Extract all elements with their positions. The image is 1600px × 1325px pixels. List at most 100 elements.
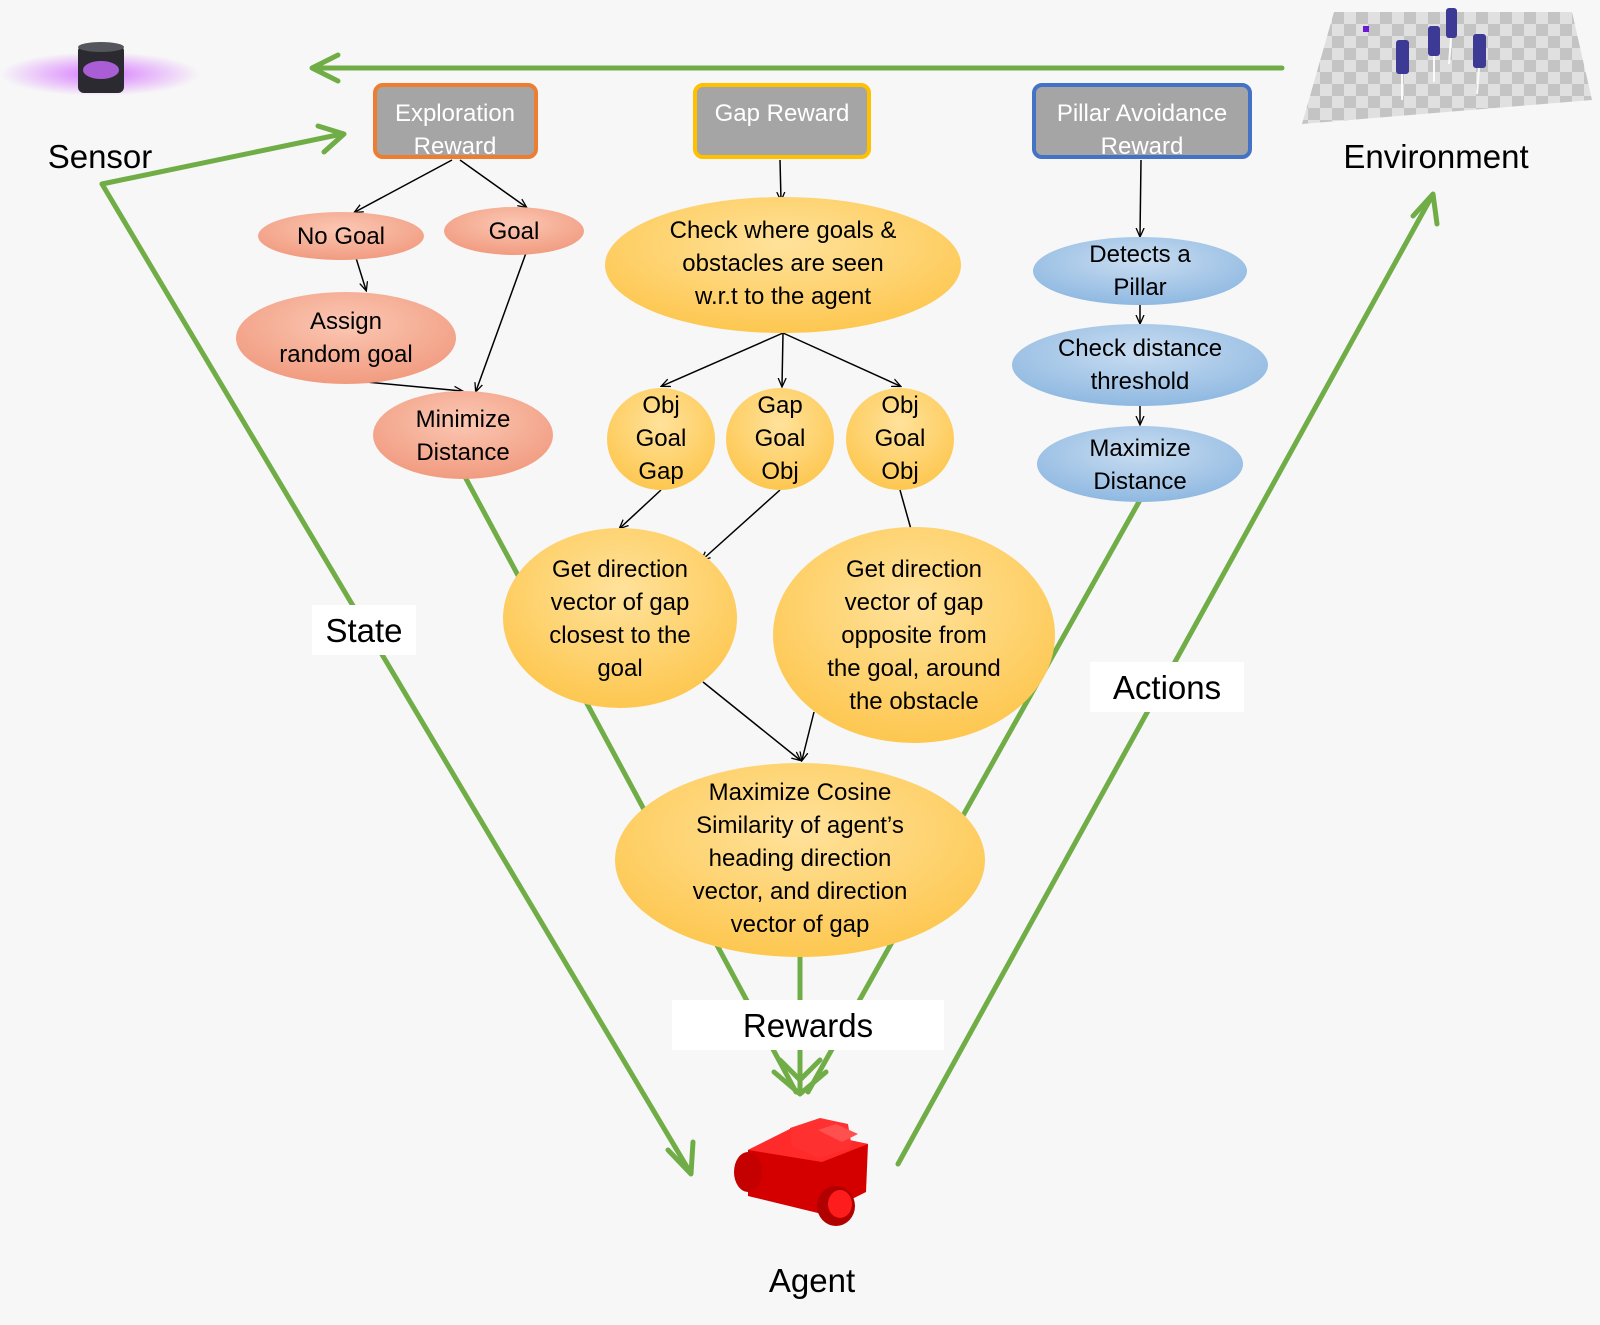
gap-reward-title: Gap Reward (715, 100, 850, 127)
node-text-line: Goal (489, 218, 540, 245)
red-robot-car-icon (734, 1118, 868, 1226)
node-text-line: Get direction (552, 556, 688, 583)
node-text-line: opposite from (841, 622, 986, 649)
node-text-line: Minimize (416, 406, 511, 433)
gap-reward-box: Gap Reward (693, 83, 871, 159)
node-text-line: vector of gap (731, 911, 870, 938)
node-text-line: Obj (642, 392, 679, 419)
node-text-line: random goal (279, 341, 412, 368)
node-text-line: Obj (881, 458, 918, 485)
rewards-arrowhead-2 (777, 1057, 823, 1083)
node-text-line: Reward (1101, 133, 1184, 160)
checkerboard-environment-icon (1302, 8, 1592, 124)
node-text-line: Get direction (846, 556, 982, 583)
node-text-line: heading direction (709, 845, 892, 872)
node-text-line: vector of gap (845, 589, 984, 616)
pillar-to-agent-line (805, 497, 1143, 1095)
node-text-line: Maximize (1089, 435, 1190, 462)
node-text-line: Reward (414, 133, 497, 160)
node-text-line: vector, and direction (693, 878, 908, 905)
node-text-line: Check distance (1058, 335, 1222, 362)
rewards-arrowhead-1 (771, 1069, 829, 1097)
node-text-line: threshold (1091, 368, 1190, 395)
node-text-line: Goal (636, 425, 687, 452)
agent-label: Agent (769, 1262, 855, 1299)
node-text-line: Gap (757, 392, 802, 419)
node-text-line: Gap (638, 458, 683, 485)
direction-closest-node: Get direction vector of gap closest to the… (503, 528, 737, 708)
goal-node: Goal (444, 207, 584, 255)
check-where-goals-node: Check where goals & obstacles are seen w.r… (605, 197, 961, 333)
node-text-line: Maximize Cosine (709, 779, 892, 806)
node-text-line: Goal (875, 425, 926, 452)
actions-arrowhead (1410, 191, 1440, 227)
node-text-line: Exploration (395, 100, 515, 127)
node-text-line: obstacles are seen (682, 250, 883, 277)
node-text-line: goal (597, 655, 642, 682)
actions-label: Actions (1113, 669, 1221, 706)
node-text-line: No Goal (297, 223, 385, 250)
svg-text:Goal: Goal (489, 218, 540, 245)
state-label-box: State (312, 605, 416, 655)
node-text-line: Check where goals & (670, 217, 897, 244)
check-distance-threshold-node: Check distance threshold (1012, 324, 1268, 406)
sensor-to-rewards-arrow (99, 131, 345, 187)
node-text-line: Goal (755, 425, 806, 452)
node-text-line: Assign (310, 308, 382, 335)
node-text-line: Distance (1093, 468, 1186, 495)
node-text-line: Pillar (1113, 274, 1166, 301)
node-text-line: the obstacle (849, 688, 978, 715)
node-text-line: vector of gap (551, 589, 690, 616)
node-text-line: Distance (416, 439, 509, 466)
sensor-to-rewards-arrowhead (315, 123, 347, 155)
lidar-sensor-icon (0, 42, 200, 96)
rewards-label-box: Rewards (672, 1000, 944, 1050)
node-text-line: w.r.t to the agent (694, 283, 871, 310)
environment-label: Environment (1343, 138, 1528, 175)
node-text-line: Similarity of agent’s (696, 812, 904, 839)
node-text-line: the goal, around (827, 655, 1000, 682)
env-to-sensor-arrowhead (309, 52, 341, 84)
node-text-line: Obj (761, 458, 798, 485)
state-label: State (325, 612, 402, 649)
state-arrow (99, 181, 693, 1175)
rewards-label: Rewards (743, 1007, 873, 1044)
node-text-line: Obj (881, 392, 918, 419)
actions-label-box: Actions (1090, 662, 1244, 712)
gap-nodes: Check where goals & obstacles are seen w.r… (503, 197, 1055, 957)
sensor-label: Sensor (48, 138, 153, 175)
connector-arrows (355, 159, 1141, 760)
svg-text:No Goal: No Goal (297, 223, 385, 250)
state-arrowhead (665, 1139, 696, 1177)
no-goal-node: No Goal (258, 212, 424, 260)
direction-opposite-node: Get direction vector of gap opposite from t… (773, 527, 1055, 743)
node-text-line: Gap Reward (715, 100, 850, 127)
svg-text:Check where goals &obstacles a: Check where goals & obstacles are seen w.r… (670, 217, 897, 310)
node-text-line: closest to the (549, 622, 690, 649)
node-text-line: Pillar Avoidance (1057, 100, 1227, 127)
